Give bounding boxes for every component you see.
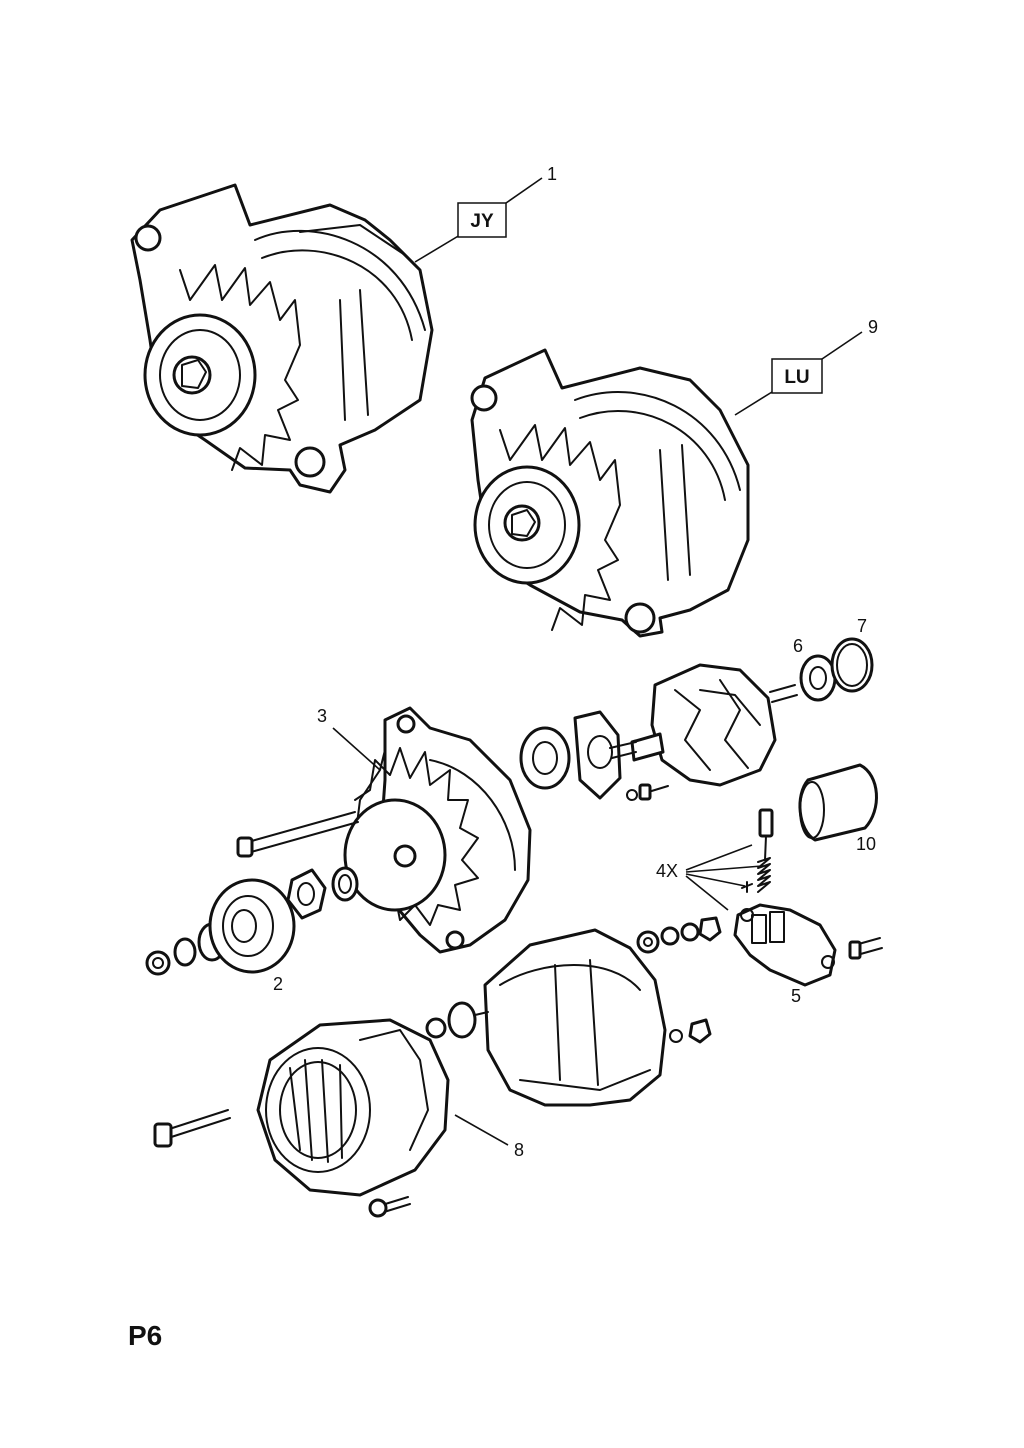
callout-5: 5: [791, 986, 801, 1006]
page-label: P6: [128, 1320, 163, 1351]
stator: [153, 1018, 450, 1218]
alternator-assembly-jy: [130, 183, 434, 494]
through-bolt: [236, 811, 359, 858]
brush-kit: [741, 808, 774, 893]
assembly-code-lu: LU: [784, 367, 809, 388]
slip-ring-end-housing: [425, 928, 712, 1107]
callout-4x: 4X: [656, 861, 678, 881]
rear-bearing-and-ring: [799, 637, 874, 702]
regulator-brush-holder: [636, 903, 883, 987]
front-bearing: [519, 710, 669, 801]
callout-8: 8: [514, 1140, 524, 1160]
callout-1: 1: [547, 164, 557, 184]
callout-3: 3: [317, 706, 327, 726]
callout-6: 6: [793, 636, 803, 656]
sleeve-bush: [798, 763, 878, 842]
alternator-assembly-lu: [470, 348, 750, 638]
callout-7: 7: [857, 616, 867, 636]
label-jy: JY 1: [414, 164, 557, 263]
callout-10: 10: [856, 834, 876, 854]
label-lu: LU 9: [734, 317, 878, 416]
pulley-group: [145, 866, 359, 976]
assembly-code-jy: JY: [470, 211, 494, 232]
cooling-fan: [343, 747, 479, 926]
rotor: [609, 663, 798, 787]
callout-2: 2: [273, 974, 283, 994]
callout-9: 9: [868, 317, 878, 337]
